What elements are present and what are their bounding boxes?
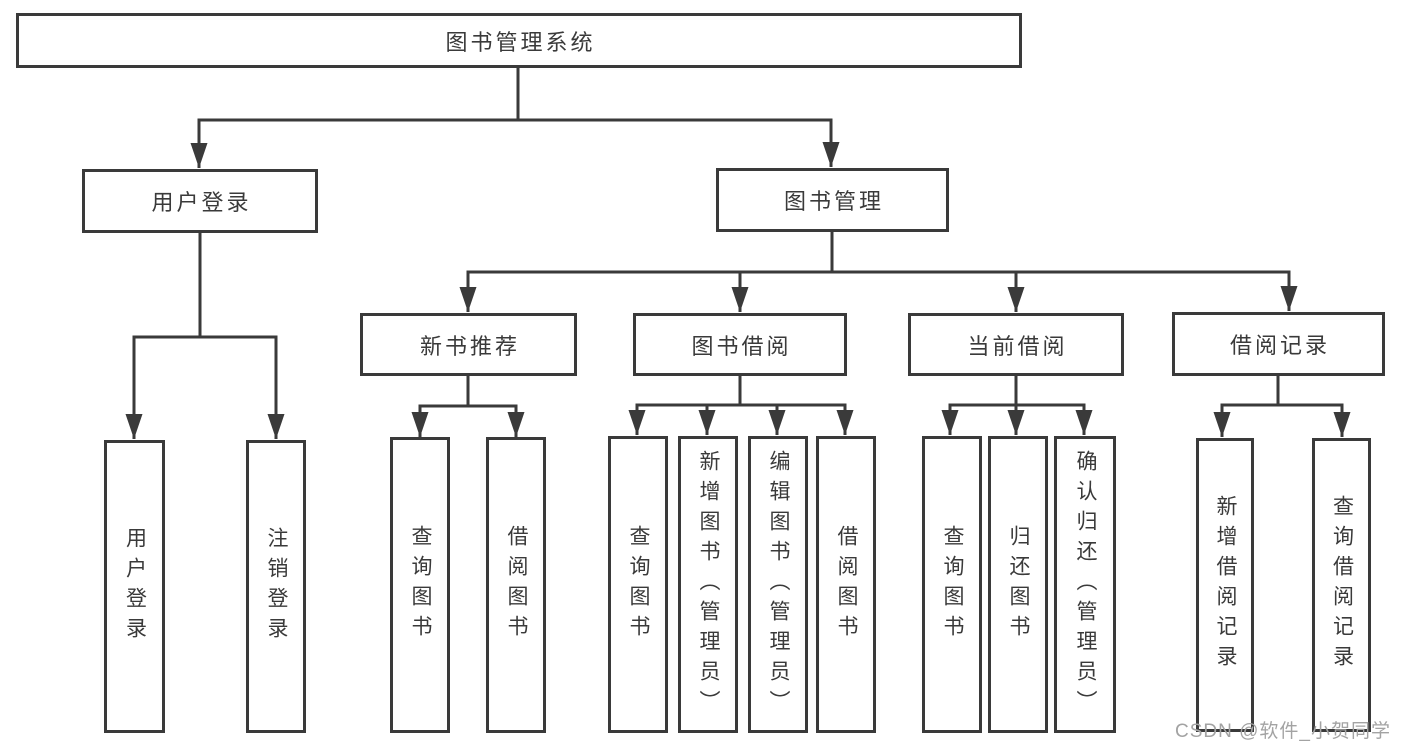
node-current-borrow: 当前借阅 <box>908 313 1124 376</box>
node-book-borrow: 图书借阅 <box>633 313 847 376</box>
leaf-cb-query-books: 查询图书 <box>922 436 982 733</box>
connector-paths <box>125 66 1351 439</box>
leaf-logout: 注销登录 <box>246 440 306 733</box>
leaf-bb-borrow-books: 借阅图书 <box>816 436 876 733</box>
leaf-br-query-record: 查询借阅记录 <box>1312 438 1371 732</box>
node-root-system: 图书管理系统 <box>16 13 1022 68</box>
leaf-bb-edit-books-admin: 编辑图书（管理员） <box>748 436 808 733</box>
leaf-cb-return-books: 归还图书 <box>988 436 1048 733</box>
leaf-br-add-record: 新增借阅记录 <box>1196 438 1254 732</box>
leaf-user-login: 用户登录 <box>104 440 165 733</box>
leaf-nb-query-books: 查询图书 <box>390 437 450 733</box>
leaf-nb-borrow-books: 借阅图书 <box>486 437 546 733</box>
leaf-cb-confirm-return-admin: 确认归还（管理员） <box>1054 436 1116 733</box>
csdn-watermark: CSDN @软件_小贺同学 <box>1175 721 1391 742</box>
leaf-bb-add-books-admin: 新增图书（管理员） <box>678 436 738 733</box>
node-user-login: 用户登录 <box>82 169 318 233</box>
leaf-bb-query-books: 查询图书 <box>608 436 668 733</box>
node-new-book-recommend: 新书推荐 <box>360 313 577 376</box>
node-borrow-records: 借阅记录 <box>1172 312 1385 376</box>
node-book-management: 图书管理 <box>716 168 949 232</box>
